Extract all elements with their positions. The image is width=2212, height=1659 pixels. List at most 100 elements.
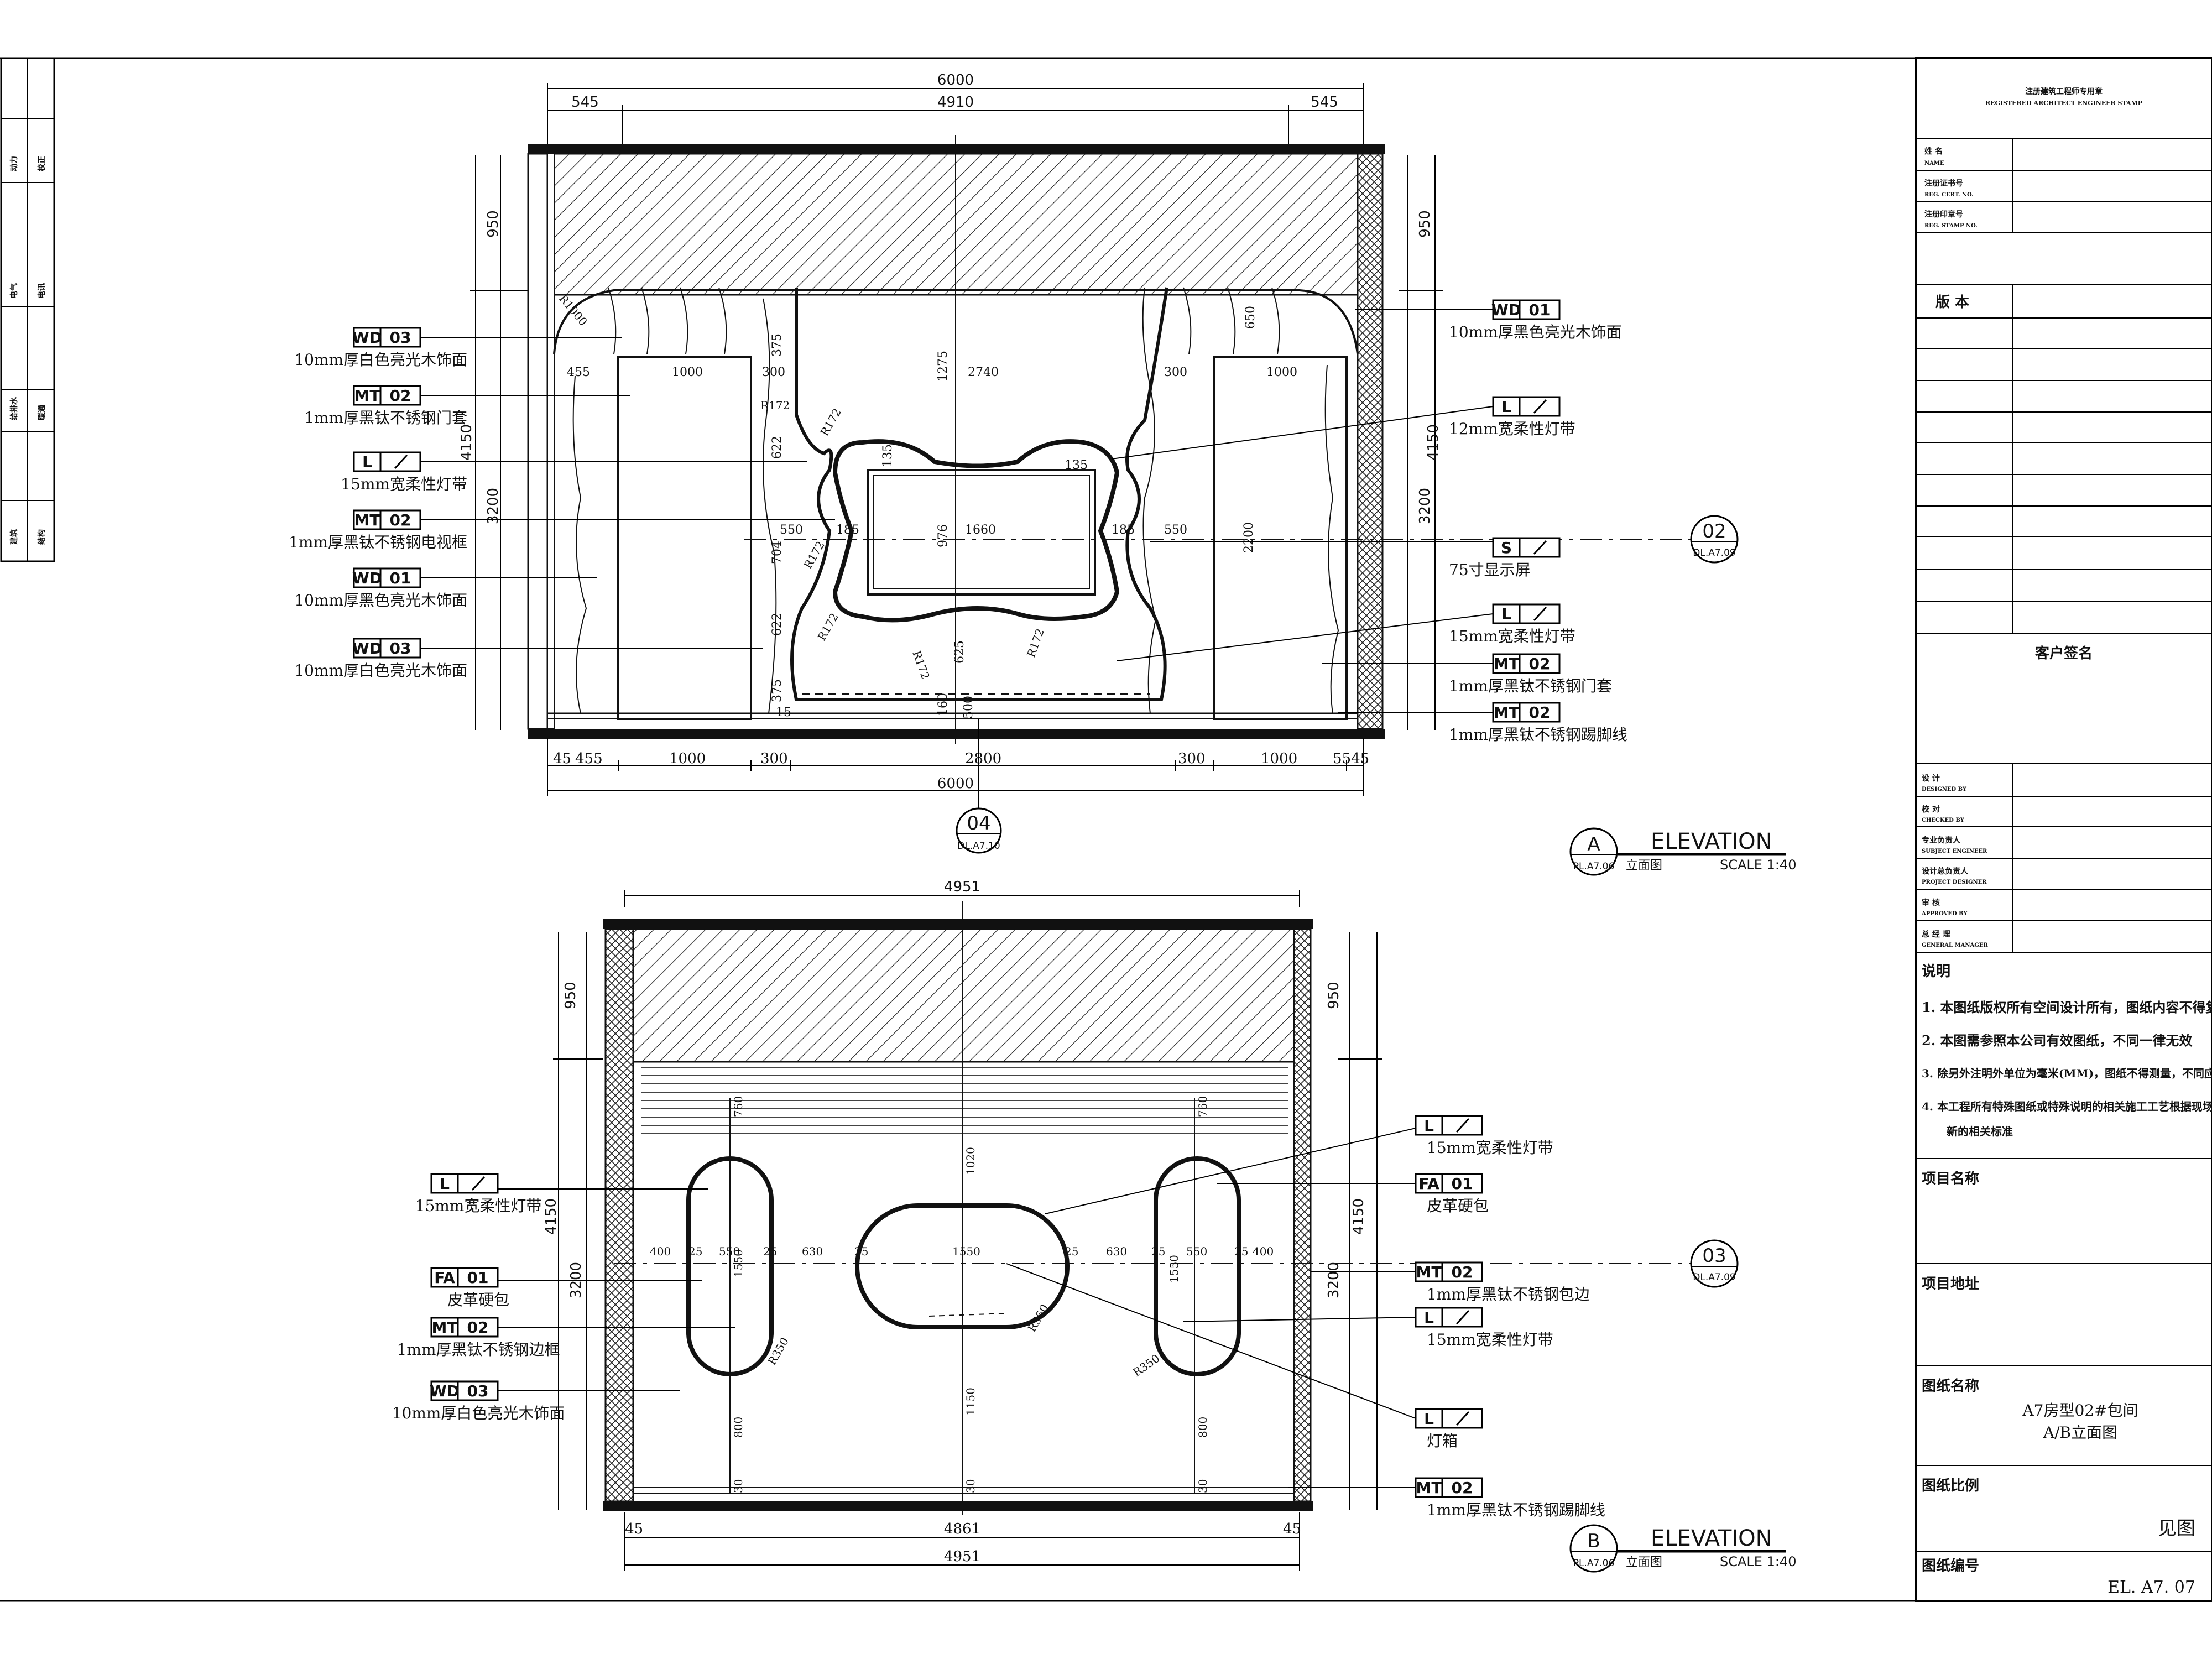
- a-inner-dim: 375: [770, 333, 784, 357]
- a-inner-dim: 1000: [672, 366, 703, 379]
- a-right-tag-5-number: 02: [1529, 655, 1551, 673]
- a-inner-dim: 650: [1244, 306, 1258, 329]
- a-dim-bottom: 1000: [1261, 750, 1297, 767]
- b-section-callout-03[interactable]: [1690, 1239, 1739, 1288]
- b-inner-dim: 25: [1065, 1245, 1078, 1258]
- b-floor-slab: [603, 1501, 1313, 1511]
- b-inner-dim: 400: [650, 1245, 671, 1258]
- a-dim-bottom: 455: [575, 750, 603, 767]
- role-approved-en: APPROVED BY: [1921, 911, 1968, 917]
- b-inner-dim: 800: [1196, 1417, 1209, 1438]
- b-panel-right: [1154, 1156, 1241, 1376]
- b-inner-dim: 550: [719, 1245, 740, 1258]
- a-dim-bottom: 300: [1178, 750, 1206, 767]
- role-gm-en: GENERAL MANAGER: [1922, 942, 1988, 948]
- a-dim-top-left: 545: [571, 94, 599, 111]
- a-tags-left: [420, 337, 835, 649]
- b-elevation-symbol: [1569, 1524, 1618, 1573]
- a-dim-bottom-total: 6000: [937, 775, 974, 792]
- b-left-tag-2-number: 01: [467, 1269, 489, 1287]
- label-client: 客户签名: [2035, 645, 2093, 662]
- a-left-tag-2-code: MT: [354, 387, 380, 405]
- a-left-tag-4-code: MT: [354, 511, 380, 529]
- b-inner-dim: 1550: [732, 1249, 745, 1277]
- b-dim-bottom: 4861: [944, 1521, 980, 1537]
- a-right-tag-1-note: 10mm厚黑色亮光木饰面: [1449, 323, 1622, 341]
- a-ceiling-slab: [528, 144, 1385, 154]
- a-radius-label: R172: [1024, 627, 1047, 659]
- b-left-tag-3-note: 1mm厚黑钛不锈钢边框: [397, 1340, 560, 1359]
- a-dim-bottom: 2800: [965, 750, 1001, 767]
- a-callout-02-ref: DL.A7.09: [1693, 547, 1735, 559]
- note-1: 1. 本图纸版权所有空间设计所有，图纸内容不得复制: [1922, 999, 2212, 1015]
- a-tv-frame: [832, 439, 1120, 623]
- b-left-wall: [604, 928, 634, 1503]
- a-inner-dim: 185: [836, 523, 859, 537]
- a-dim-bottom: 45: [553, 750, 571, 767]
- b-radius-label: R350: [1025, 1302, 1051, 1334]
- a-left-tag-1-note: 10mm厚白色亮光木饰面: [294, 351, 467, 369]
- b-right-wall: [1293, 928, 1312, 1503]
- b-right-tag-2-number: 01: [1452, 1175, 1473, 1193]
- label-cert-en: REG. CERT. NO.: [1924, 192, 1974, 198]
- label-name: 姓 名: [1924, 147, 1943, 156]
- a-left-tag-2-number: 02: [390, 387, 411, 405]
- b-right-tag-1: L 15mm宽柔性灯带: [1415, 1115, 1553, 1157]
- a-dim-top-mid: 4910: [937, 94, 974, 111]
- a-right-tag-5-code: MT: [1494, 655, 1520, 673]
- a-inner-dim: 160: [936, 693, 950, 716]
- elevation-b: 4951 950 4150 3200 950 4150 3200: [498, 879, 1796, 1573]
- stamp-title-en: REGISTERED ARCHITECT ENGINEER STAMP: [1985, 100, 2142, 107]
- b-right-tag-1-note: 15mm宽柔性灯带: [1427, 1139, 1553, 1157]
- a-radius-label: R172: [818, 406, 844, 438]
- strip-hvac: 暖通: [37, 405, 46, 420]
- role-checked: 校 对: [1922, 805, 1940, 814]
- project-address-label: 项目地址: [1922, 1276, 1979, 1292]
- a-inner-dim: 622: [770, 436, 784, 459]
- a-inner-dim: 550: [780, 523, 803, 537]
- a-dim-right-bottom: 3200: [1417, 488, 1433, 524]
- left-strip: 建筑 结构 给排水 暖通 电气 电讯 动力 校正: [0, 57, 55, 562]
- note-3: 3. 除另外注明外单位为毫米(MM)，图纸不得测量，不同应及时告知: [1922, 1067, 2212, 1080]
- a-dim-top-right: 545: [1311, 94, 1338, 111]
- b-dim-top-total: 4951: [944, 879, 980, 895]
- strip-structure: 结构: [37, 529, 46, 545]
- b-right-tag-1-code: L: [1424, 1117, 1434, 1135]
- b-left-tag-1-note: 15mm宽柔性灯带: [415, 1197, 542, 1215]
- label-version: 版 本: [1935, 294, 1969, 311]
- a-right-tag-5-note: 1mm厚黑钛不锈钢门套: [1449, 677, 1612, 695]
- a-left-tag-6-number: 03: [390, 639, 411, 658]
- a-tv-surround: [790, 287, 1168, 701]
- a-elevation-letter: A: [1587, 833, 1600, 855]
- a-right-tag-3-code: S: [1501, 539, 1512, 557]
- b-right-tag-5-code: L: [1424, 1410, 1434, 1428]
- a-left-tag-5-note: 10mm厚黑色亮光木饰面: [294, 591, 467, 609]
- a-door-right: [1213, 356, 1348, 720]
- a-section-callout-04[interactable]: [956, 807, 1002, 854]
- b-dim-left-top: 950: [562, 982, 579, 1009]
- strip-electrical: 电气: [9, 283, 19, 299]
- a-callout-04-number: 04: [967, 812, 990, 834]
- b-right-tag-3-code: MT: [1416, 1263, 1442, 1281]
- a-inner-dim: 500: [962, 696, 975, 719]
- role-subject-en: SUBJECT ENGINEER: [1922, 848, 1987, 854]
- a-inner-dim: 622: [770, 613, 784, 636]
- role-designed: 设 计: [1922, 774, 1940, 783]
- b-dim-bottom: 45: [625, 1521, 643, 1537]
- b-ceiling-slab: [603, 919, 1313, 929]
- scale-value: 见图: [2158, 1517, 2195, 1540]
- a-section-callout-02[interactable]: [1690, 515, 1739, 564]
- a-inner-dim: 704: [770, 541, 784, 564]
- a-callout-04-ref: DL.A7.10: [957, 841, 1000, 852]
- a-callout-02-number: 02: [1702, 520, 1726, 542]
- label-seal: 注册印章号: [1924, 210, 1963, 219]
- b-left-tag-4-code: WD: [430, 1382, 460, 1400]
- a-right-tag-2-note: 12mm宽柔性灯带: [1449, 420, 1575, 438]
